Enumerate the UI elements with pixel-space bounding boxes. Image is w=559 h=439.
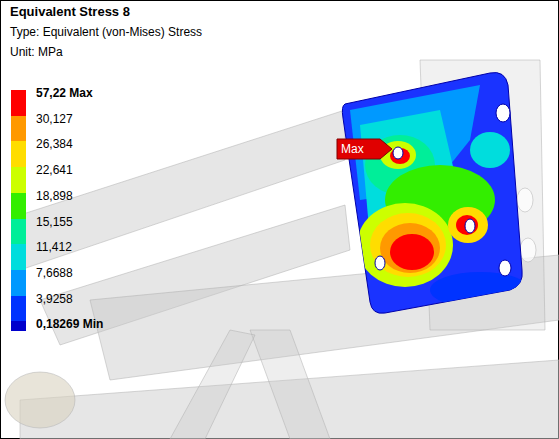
legend-value: 30,127 [36,112,73,126]
legend-swatch [11,167,26,193]
legend-swatch [11,219,26,245]
legend-value: 7,6688 [36,266,73,280]
legend-swatch [11,90,26,116]
max-callout: Max [341,142,364,156]
legend-value: 18,898 [36,189,73,203]
legend-value: 57,22 Max [36,86,93,100]
plot-title: Equivalent Stress 8 [10,5,130,19]
legend-value: 26,384 [36,137,73,151]
legend-swatch [11,270,26,296]
legend-value: 0,18269 Min [36,317,103,331]
legend-swatch [11,141,26,167]
legend-swatch [11,244,26,270]
legend-swatch [11,193,26,219]
legend-swatch [11,296,26,322]
legend-value: 22,641 [36,163,73,177]
result-type: Type: Equivalent (von-Mises) Stress [10,25,202,39]
result-unit: Unit: MPa [10,45,63,59]
legend-value: 15,155 [36,215,73,229]
legend-swatch [11,116,26,142]
legend-swatch [11,321,26,331]
legend-value: 3,9258 [36,292,73,306]
legend-value: 11,412 [36,240,72,254]
